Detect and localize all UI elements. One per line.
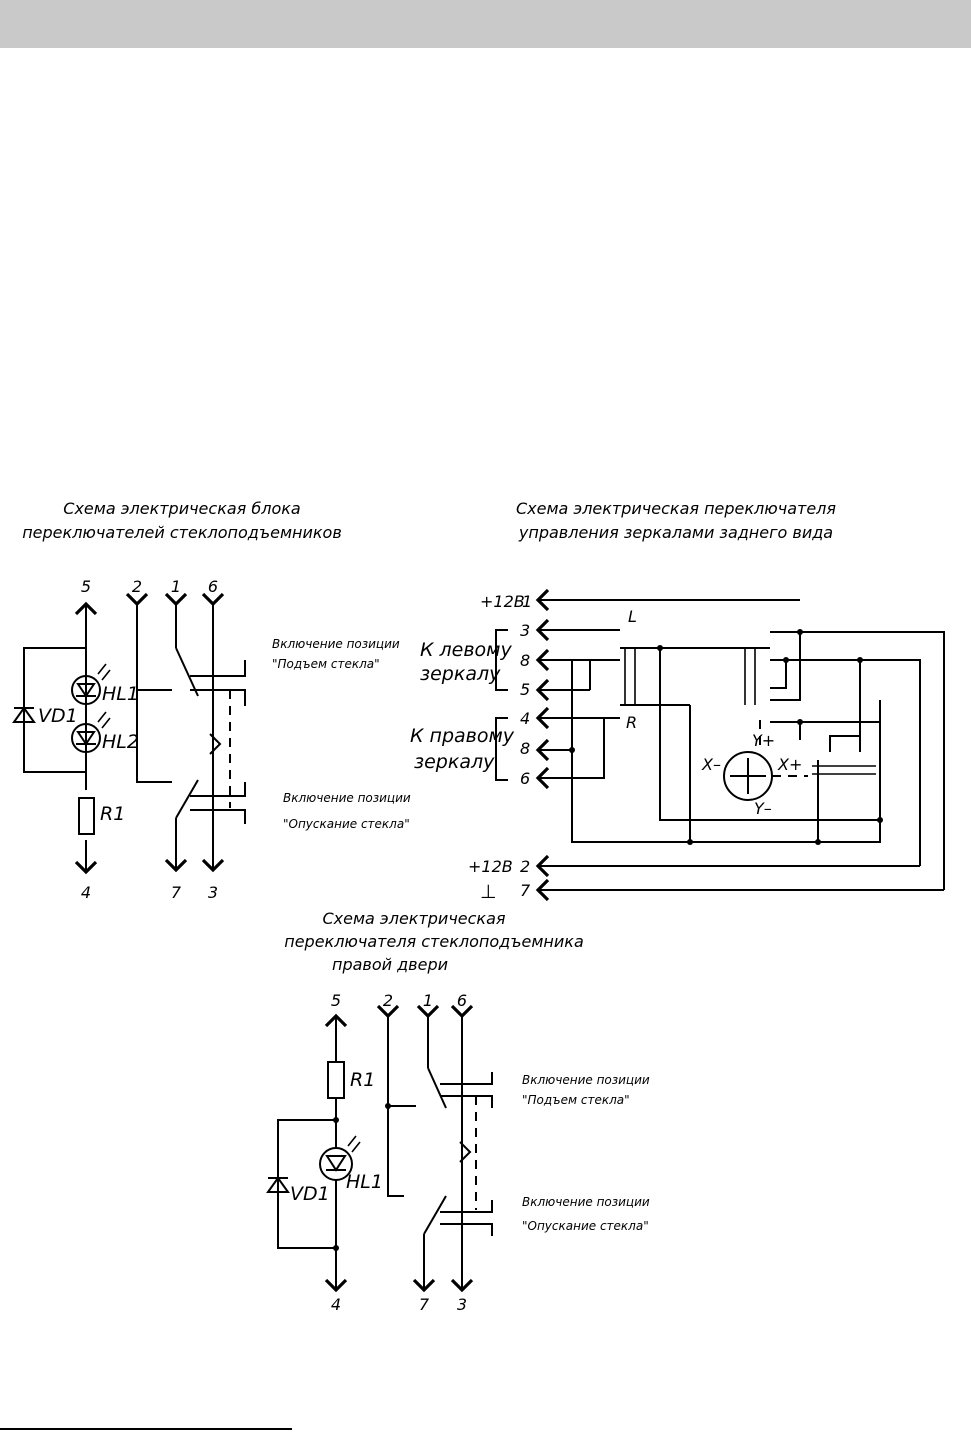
d1-label-hl2: HL2 bbox=[102, 731, 139, 753]
d1-diode-loop bbox=[23, 647, 86, 773]
d2-axis-x-plus: X+ bbox=[777, 755, 802, 774]
d1-switch-down-contact bbox=[175, 779, 199, 819]
diagram3-title-line1: Схема электрическая bbox=[322, 909, 505, 928]
d1-r1-resistor-symbol bbox=[78, 797, 95, 835]
d1-note-down-line2: "Опускание стекла" bbox=[283, 817, 410, 831]
d1-switch-up-contact bbox=[175, 647, 199, 697]
d1-pin-top-1: 1 bbox=[171, 577, 181, 596]
d3-vd1-diode-symbol bbox=[266, 1176, 290, 1193]
d2-right-mirror-line1: К правому bbox=[410, 725, 515, 747]
d3-r1-resistor-symbol bbox=[327, 1061, 345, 1099]
d1-hl1-led-symbol bbox=[71, 675, 101, 705]
diagram2-title-line1: Схема электрическая переключателя bbox=[516, 499, 836, 518]
diagram1-title-line1: Схема электрическая блока bbox=[63, 499, 300, 518]
d3-note-up-line1: Включение позиции bbox=[522, 1073, 650, 1087]
d1-label-r1: R1 bbox=[100, 803, 125, 825]
d3-label-vd1: VD1 bbox=[290, 1183, 330, 1205]
d2-ground-symbol: ⊥ bbox=[480, 881, 497, 903]
mirror-switch-diagram: Схема электрическая переключателя управл… bbox=[410, 499, 945, 903]
d2-axis-x-minus: X– bbox=[701, 755, 721, 774]
d1-pin-top-6: 6 bbox=[208, 577, 218, 596]
d3-note-up-line2: "Подъем стекла" bbox=[522, 1093, 630, 1107]
d1-note-up-line1: Включение позиции bbox=[272, 637, 400, 651]
d3-pin-top-6: 6 bbox=[457, 991, 467, 1010]
d2-left-pin-8: 8 bbox=[520, 651, 530, 670]
top-header-bar bbox=[0, 0, 971, 48]
d2-pin-2: 2 bbox=[520, 857, 530, 876]
d1-label-vd1: VD1 bbox=[38, 705, 78, 727]
d3-pin-bottom-7: 7 bbox=[419, 1295, 430, 1314]
d3-note-down-line2: "Опускание стекла" bbox=[522, 1219, 649, 1233]
d2-axis-y-plus: Y+ bbox=[752, 731, 775, 750]
d2-left-mirror-line1: К левому bbox=[420, 639, 513, 661]
d2-switch-R: R bbox=[626, 713, 637, 732]
d2-right-mirror-line2: зеркалу bbox=[414, 751, 495, 773]
d3-note-down-line1: Включение позиции bbox=[522, 1195, 650, 1209]
d1-label-hl1: HL1 bbox=[102, 683, 139, 705]
d3-label-r1: R1 bbox=[350, 1069, 375, 1091]
d1-vd1-diode-symbol bbox=[12, 706, 36, 723]
diagram3-title-line3: правой двери bbox=[332, 955, 448, 974]
d3-pin-top-1: 1 bbox=[423, 991, 433, 1010]
window-lift-switch-block-diagram: Схема электрическая блока переключателей… bbox=[12, 499, 411, 902]
d1-note-down-line1: Включение позиции bbox=[283, 791, 411, 805]
d1-note-up-line2: "Подъем стекла" bbox=[272, 657, 380, 671]
d2-right-pin-8: 8 bbox=[520, 739, 530, 758]
d1-wire-pin2 bbox=[125, 592, 172, 783]
d1-pin-top-5: 5 bbox=[81, 577, 91, 596]
d2-pin-1: 1 bbox=[522, 592, 532, 611]
diagram3-title-line2: переключателя стеклоподъемника bbox=[284, 932, 584, 951]
diagram2-title-line2: управления зеркалами заднего вида bbox=[518, 523, 833, 542]
d1-pin-bottom-3: 3 bbox=[208, 883, 218, 902]
d2-pin-7: 7 bbox=[520, 881, 531, 900]
d2-left-mirror-line2: зеркалу bbox=[420, 663, 501, 685]
d1-pin-bottom-4: 4 bbox=[81, 883, 91, 902]
footnote-rule bbox=[0, 1428, 292, 1430]
d2-junction-dots bbox=[569, 629, 883, 845]
d3-diode-loop bbox=[277, 1119, 336, 1249]
d2-right-pin-6: 6 bbox=[520, 769, 530, 788]
d3-label-hl1: HL1 bbox=[346, 1171, 383, 1193]
d3-pin-top-2: 2 bbox=[383, 991, 393, 1010]
d1-pin-bottom-7: 7 bbox=[171, 883, 182, 902]
d2-left-pin-3: 3 bbox=[520, 621, 530, 640]
d2-left-pin-5: 5 bbox=[520, 680, 530, 699]
d2-supply-bottom: +12В bbox=[468, 857, 513, 876]
d3-pin-bottom-4: 4 bbox=[331, 1295, 341, 1314]
d1-hl2-led-symbol bbox=[71, 723, 101, 753]
d3-pin-top-5: 5 bbox=[331, 991, 341, 1010]
d1-pin-top-2: 2 bbox=[132, 577, 142, 596]
d3-pin-bottom-3: 3 bbox=[457, 1295, 467, 1314]
d2-right-pin-4: 4 bbox=[520, 709, 530, 728]
d2-axis-y-minus: Y– bbox=[754, 799, 772, 818]
right-door-window-switch-diagram: Схема электрическая переключателя стекло… bbox=[266, 909, 650, 1314]
d2-switch-L: L bbox=[628, 607, 637, 626]
diagram1-title-line2: переключателей стеклоподъемников bbox=[22, 523, 342, 542]
d2-supply-top: +12В bbox=[480, 592, 525, 611]
